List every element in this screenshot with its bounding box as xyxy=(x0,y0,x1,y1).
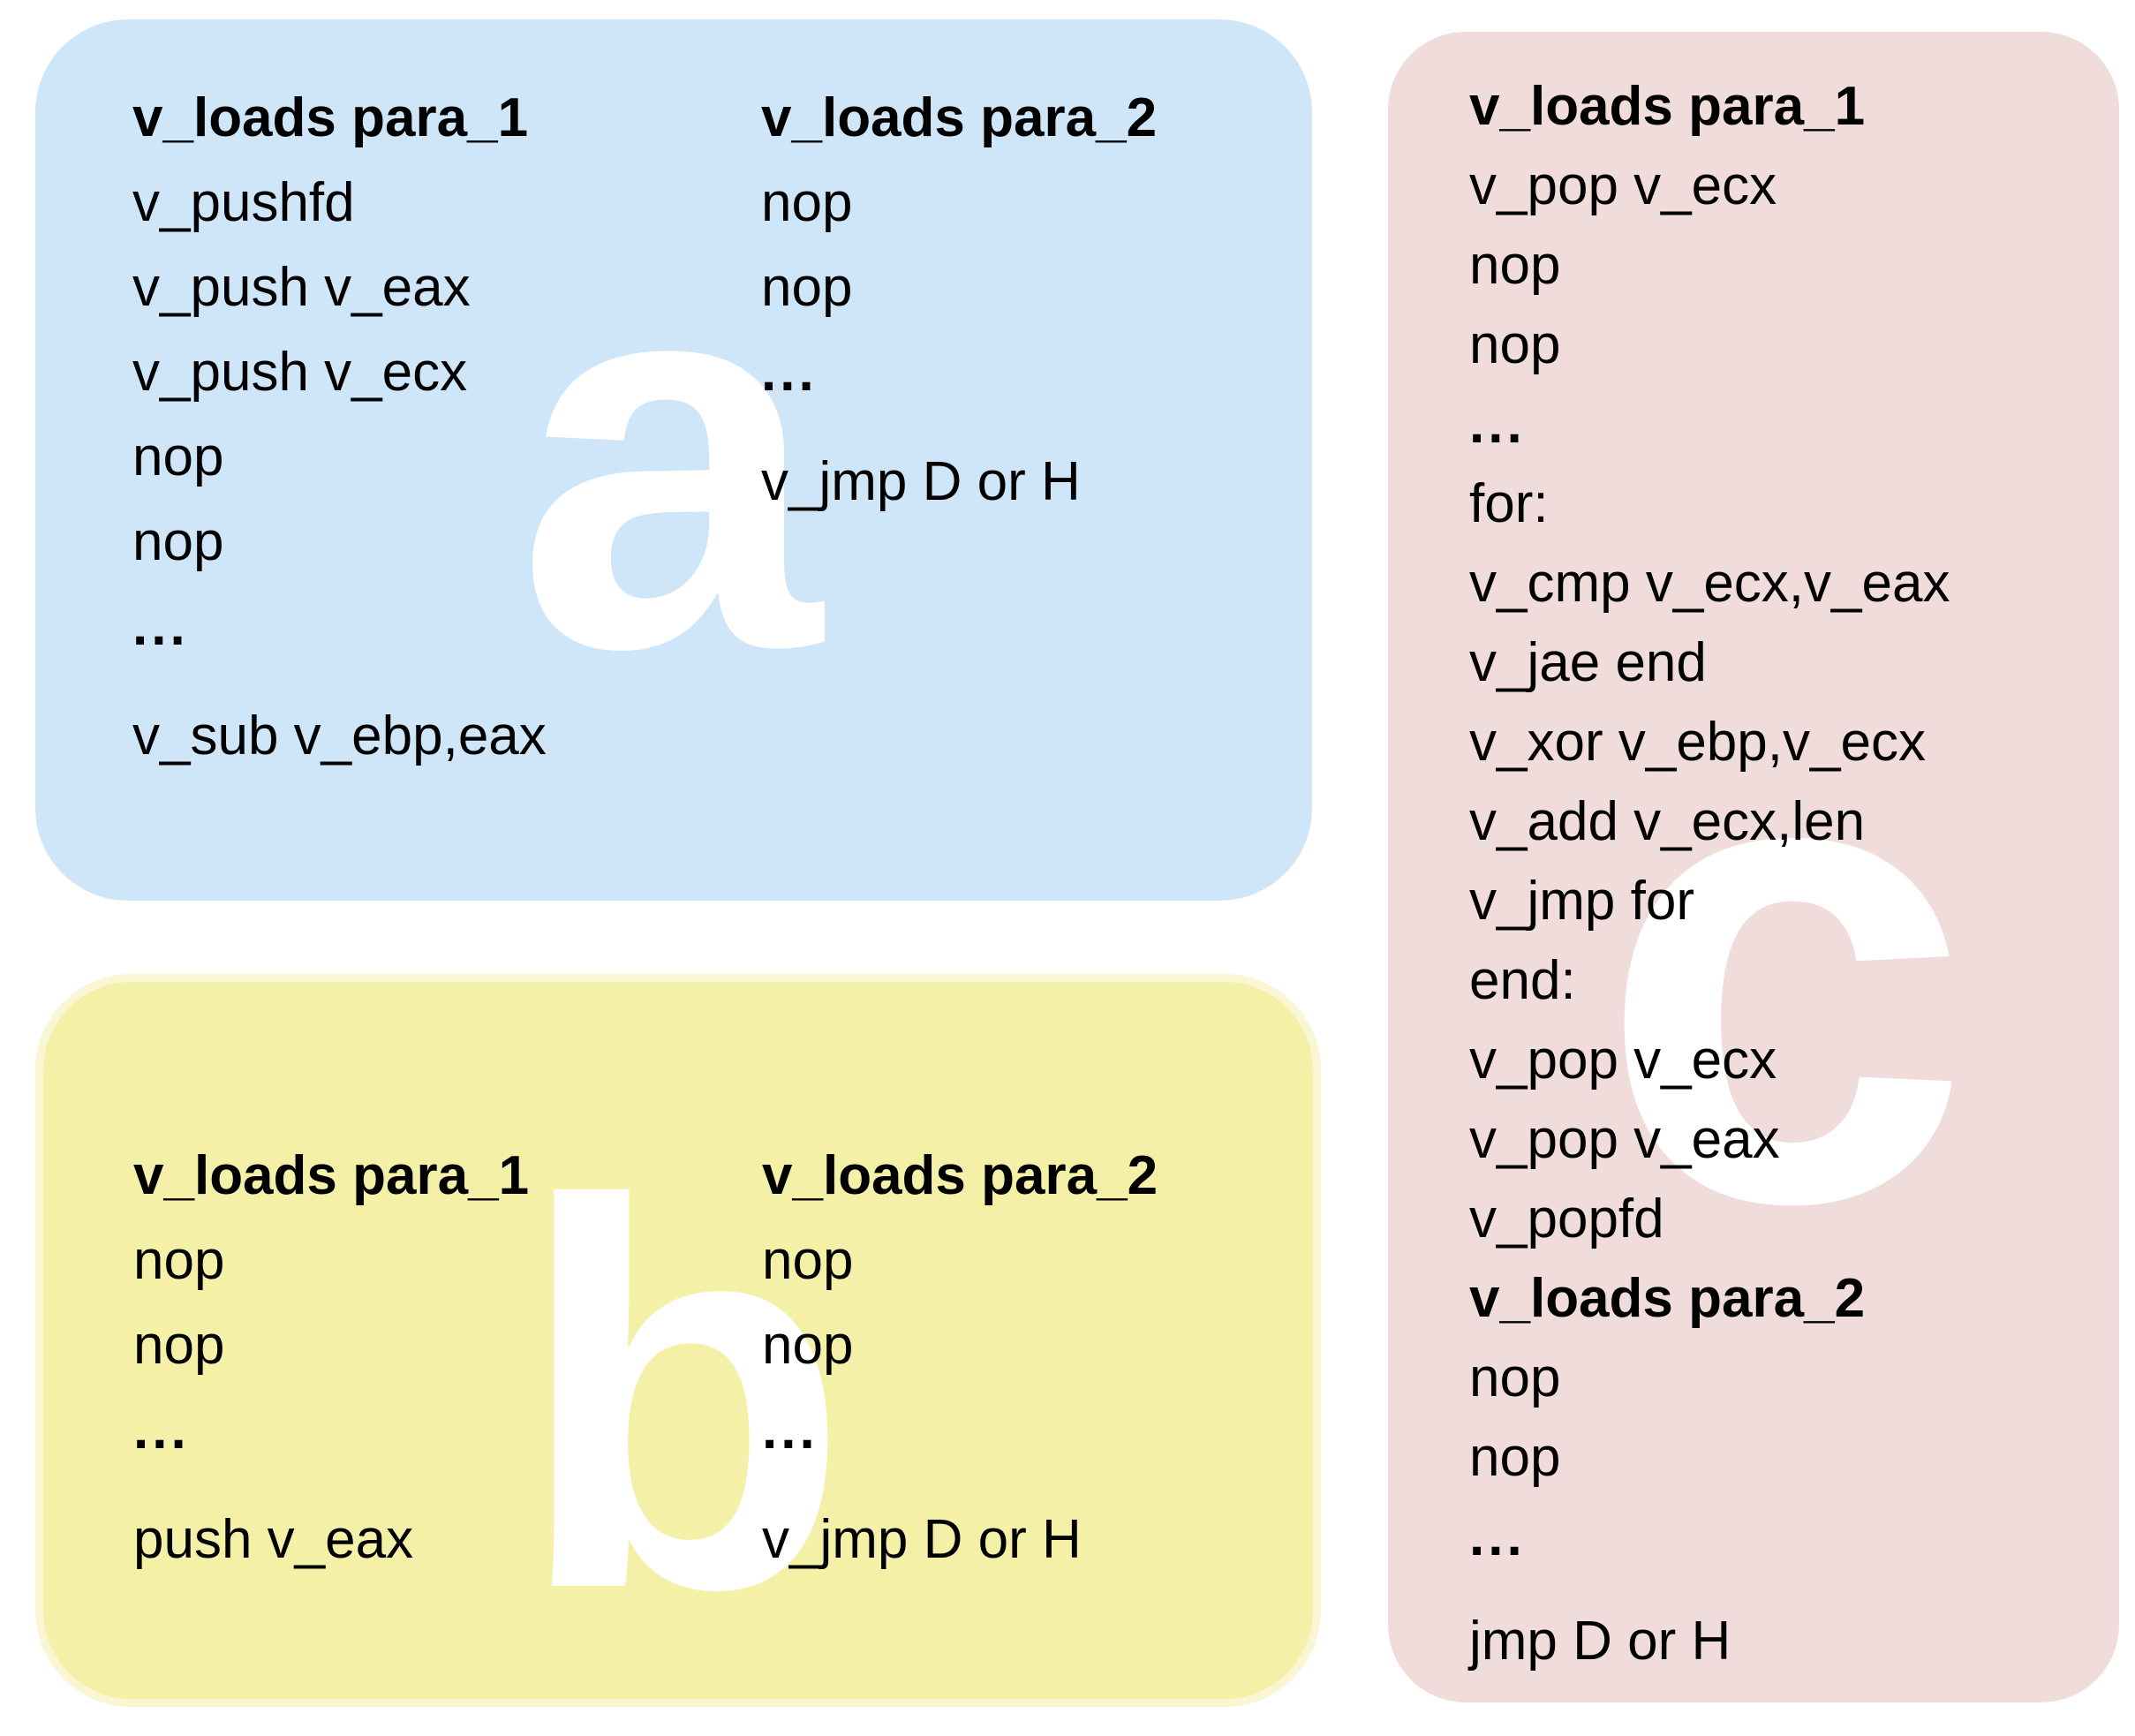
code-line: nop xyxy=(761,257,853,318)
code-line: v_loads para_1 xyxy=(132,87,529,148)
code-line: nop xyxy=(132,426,224,487)
watermark-letter-b: b xyxy=(516,1091,850,1699)
code-line: nop xyxy=(132,511,224,572)
watermark-letter-a: a xyxy=(517,151,821,762)
code-line: v_loads para_2 xyxy=(762,1145,1158,1206)
code-line: v_push v_eax xyxy=(132,257,471,318)
code-line: ... xyxy=(1469,1506,1526,1567)
line-gap xyxy=(133,1473,529,1498)
code-line: ... xyxy=(1469,394,1526,455)
code-line: jmp D or H xyxy=(1469,1611,1731,1672)
code-line: push v_eax xyxy=(133,1509,414,1570)
code-line: nop xyxy=(1469,1427,1561,1488)
code-line: nop xyxy=(1469,1347,1561,1408)
code-line: nop xyxy=(133,1315,225,1376)
code-line: ... xyxy=(132,596,189,657)
code-line: v_pop v_ecx xyxy=(1469,1030,1777,1091)
code-line: v_add v_ecx,len xyxy=(1469,791,1866,852)
line-gap xyxy=(1469,1577,1950,1602)
code-line: v_xor v_ebp,v_ecx xyxy=(1469,712,1926,773)
code-line: nop xyxy=(133,1230,225,1291)
panel-a-code-block: a v_loads para_1 v_pushfd v_push v_eax v_pu… xyxy=(35,19,1312,901)
code-line: v_pushfd xyxy=(132,172,355,233)
code-line: v_pop v_ecx xyxy=(1469,155,1777,216)
line-gap xyxy=(761,415,1157,440)
code-line: v_popfd xyxy=(1469,1189,1664,1249)
code-line: v_loads para_1 xyxy=(133,1145,530,1206)
code-line: v_jmp D or H xyxy=(762,1509,1082,1570)
code-line: nop xyxy=(762,1315,854,1376)
code-line: v_pop v_eax xyxy=(1469,1109,1780,1170)
code-line: v_sub v_ebp,eax xyxy=(132,706,547,766)
code-line: v_cmp v_ecx,v_eax xyxy=(1469,553,1950,614)
code-line: nop xyxy=(1469,314,1561,375)
code-line: v_jmp for xyxy=(1469,871,1694,932)
code-line: nop xyxy=(761,172,853,233)
code-line: nop xyxy=(1469,235,1561,296)
watermark-letter-c: c xyxy=(1598,593,1972,1342)
code-line: ... xyxy=(762,1400,819,1461)
code-line: ... xyxy=(761,342,818,403)
code-line: v_loads para_2 xyxy=(761,87,1158,148)
code-line: v_jae end xyxy=(1469,632,1707,693)
line-gap xyxy=(132,669,547,694)
code-line: ... xyxy=(133,1400,190,1461)
code-line: v_push v_ecx xyxy=(132,342,468,403)
code-line: v_loads para_2 xyxy=(1469,1268,1866,1329)
line-gap xyxy=(762,1473,1158,1498)
code-line: v_jmp D or H xyxy=(761,451,1081,512)
code-line: nop xyxy=(762,1230,854,1291)
code-line: end: xyxy=(1469,950,1576,1011)
code-line: for: xyxy=(1469,473,1549,534)
code-column: v_loads para_1 v_pushfd v_push v_eax v_push… xyxy=(132,76,547,779)
code-line: v_loads para_1 xyxy=(1469,76,1866,137)
